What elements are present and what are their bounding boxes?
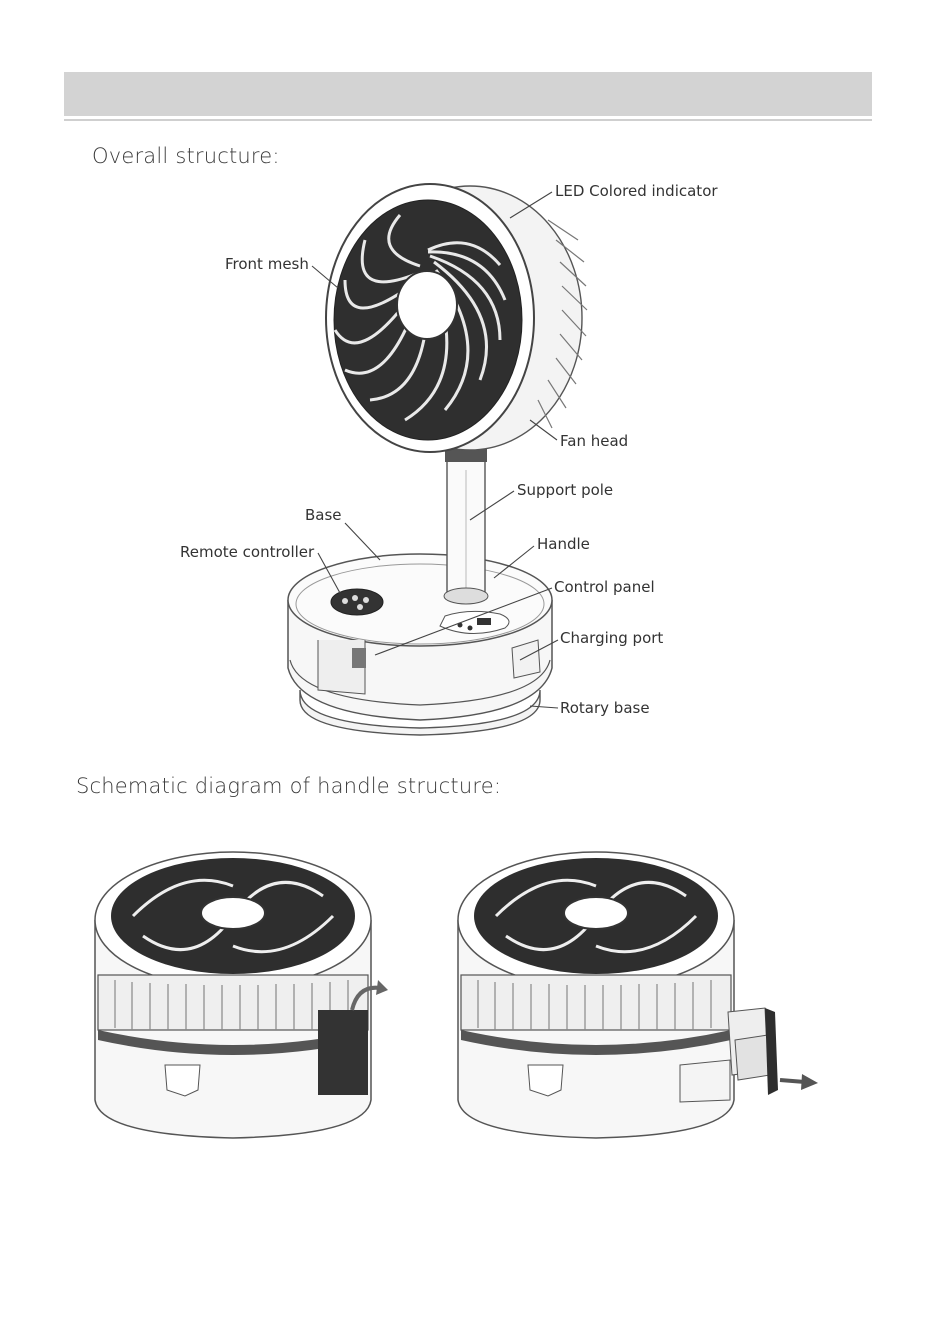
- label-base: Base: [305, 506, 342, 524]
- label-rotary-base: Rotary base: [560, 699, 650, 717]
- folded-fan-right: [458, 852, 818, 1138]
- base-shape: [288, 554, 552, 720]
- label-support-pole: Support pole: [517, 481, 613, 499]
- label-charging-port: Charging port: [560, 629, 663, 647]
- control-panel-shape: [440, 611, 509, 633]
- folded-fan-left: [95, 852, 388, 1138]
- fan-head-shape: [326, 184, 587, 452]
- label-handle: Handle: [537, 535, 590, 553]
- label-led-indicator: LED Colored indicator: [555, 182, 718, 200]
- support-pole-shape: [444, 448, 488, 604]
- label-fan-head: Fan head: [560, 432, 628, 450]
- remote-controller-shape: [331, 589, 383, 615]
- fan-illustration: [288, 184, 587, 735]
- label-remote-controller: Remote controller: [180, 543, 315, 561]
- label-control-panel: Control panel: [554, 578, 655, 596]
- label-front-mesh: Front mesh: [225, 255, 309, 273]
